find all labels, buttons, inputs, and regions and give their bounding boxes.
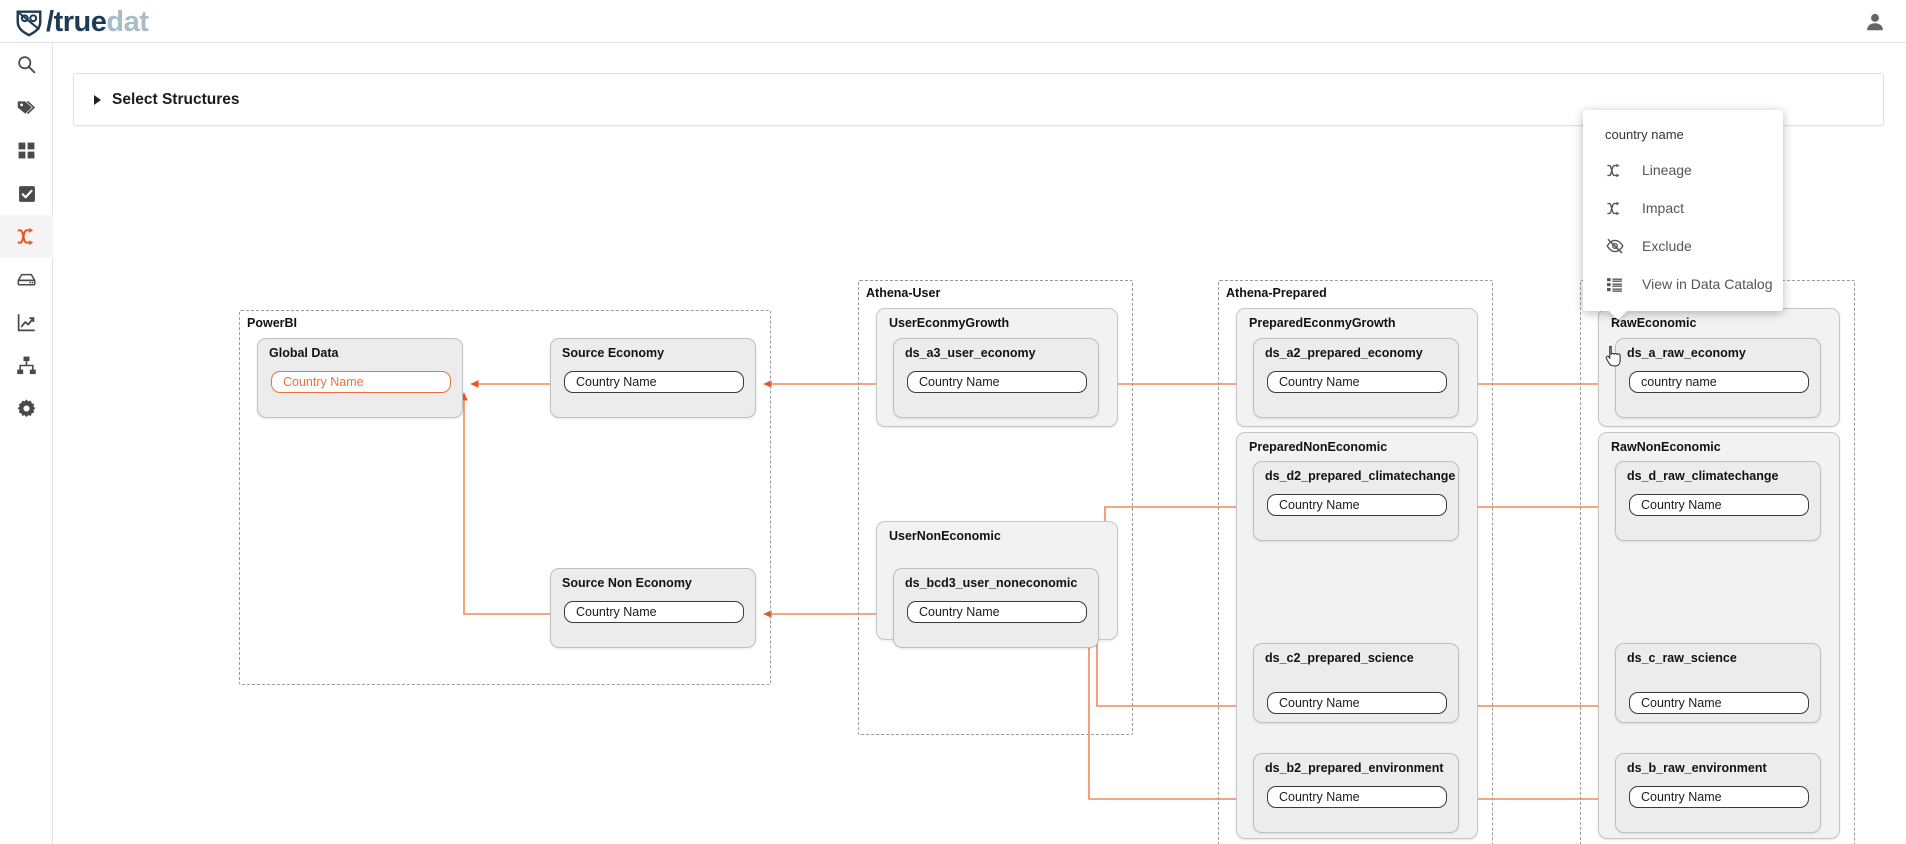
field-country-name[interactable]: Country Name [1267,494,1447,516]
structure-group-label: RawEconomic [1611,316,1697,330]
eye-slash-icon [1605,237,1624,256]
node-label: Source Economy [562,346,665,360]
system-group-powerbi[interactable]: PowerBI [239,310,771,685]
system-group-athena-user[interactable]: Athena-User [858,280,1133,735]
node-label: ds_b2_prepared_environment [1265,761,1444,775]
context-menu-title: country name [1605,127,1684,142]
top-bar: /truedat [0,0,1906,43]
node-source-non-economy[interactable]: Source Non Economy Country Name [550,568,756,648]
structure-group-label: PreparedNonEconomic [1249,440,1388,454]
node-ds-c-raw-science[interactable]: ds_c_raw_science Country Name [1615,643,1821,723]
field-country-name[interactable]: Country Name [907,601,1087,623]
impact-icon [1605,199,1624,218]
left-nav-rail [0,43,53,844]
lineage-icon [1605,161,1624,180]
structure-group-label: UserNonEconomic [889,529,1001,543]
structure-group-label: UserEconmyGrowth [889,316,1010,330]
field-country-name[interactable]: Country Name [1267,371,1447,393]
sidebar-item-lineage[interactable] [0,215,53,258]
node-ds-bcd3-user-noneconomic[interactable]: ds_bcd3_user_noneconomic Country Name [893,568,1099,648]
chart-icon [16,312,37,333]
sidebar-item-metrics[interactable] [0,301,53,344]
caret-right-icon [94,94,101,105]
node-ds-d-raw-climatechange[interactable]: ds_d_raw_climatechange Country Name [1615,461,1821,541]
system-group-athena-prepared[interactable]: Athena-Prepared [1218,280,1493,844]
field-country-name[interactable]: Country Name [1629,786,1809,808]
hierarchy-icon [16,355,37,376]
context-menu-item-impact[interactable]: Impact [1583,189,1783,227]
node-ds-a-raw-economy[interactable]: ds_a_raw_economy country name [1615,338,1821,418]
field-country-name[interactable]: Country Name [1267,786,1447,808]
field-country-name[interactable]: Country Name [271,371,451,393]
sidebar-item-hierarchy[interactable] [0,344,53,387]
node-label: ds_c_raw_science [1627,651,1737,665]
lineage-icon [16,226,37,247]
node-label: ds_b_raw_environment [1627,761,1767,775]
sidebar-item-settings[interactable] [0,387,53,430]
node-ds-b2-prepared-environment[interactable]: ds_b2_prepared_environment Country Name [1253,753,1459,833]
node-ds-a3-user-economy[interactable]: ds_a3_user_economy Country Name [893,338,1099,418]
brand-slash: / [46,5,54,38]
system-group-label: PowerBI [247,316,298,330]
node-ds-b-raw-environment[interactable]: ds_b_raw_environment Country Name [1615,753,1821,833]
field-country-name[interactable]: Country Name [564,601,744,623]
field-country-name[interactable]: Country Name [1267,692,1447,714]
context-menu-item-lineage[interactable]: Lineage [1583,151,1783,189]
context-menu-pointer [1608,310,1628,320]
context-menu-item-label: Exclude [1642,238,1692,254]
field-country-name[interactable]: Country Name [1629,494,1809,516]
system-group-label: Athena-User [866,286,941,300]
sidebar-item-domains[interactable] [0,129,53,172]
node-label: Source Non Economy [562,576,692,590]
node-source-economy[interactable]: Source Economy Country Name [550,338,756,418]
brand-true: true [53,5,107,38]
list-icon [1605,275,1624,294]
node-label: ds_a2_prepared_economy [1265,346,1423,360]
grid-icon [17,141,36,160]
structure-group-label: PreparedEconmyGrowth [1249,316,1396,330]
brand-wordmark: /truedat [46,5,149,38]
node-label: Global Data [269,346,339,360]
lineage-canvas[interactable]: PowerBI Athena-User Athena-Prepared Athe… [53,43,1906,844]
sidebar-item-data-sources[interactable] [0,258,53,301]
node-global-data[interactable]: Global Data Country Name [257,338,463,418]
sidebar-item-search[interactable] [0,43,53,86]
gear-icon [16,398,37,419]
context-menu-item-exclude[interactable]: Exclude [1583,227,1783,265]
field-country-name[interactable]: Country Name [1629,692,1809,714]
node-ds-a2-prepared-economy[interactable]: ds_a2_prepared_economy Country Name [1253,338,1459,418]
context-menu[interactable]: country name Lineage Impact [1583,110,1783,320]
owl-shield-logo-icon [14,7,44,37]
sidebar-item-quality[interactable] [0,172,53,215]
user-icon[interactable] [1864,11,1886,33]
database-icon [16,269,37,290]
brand-dat: dat [106,5,149,38]
node-label: ds_d_raw_climatechange [1627,469,1779,483]
node-ds-d2-prepared-climatechange[interactable]: ds_d2_prepared_climatechange Country Nam… [1253,461,1459,541]
structure-group-label: RawNonEconomic [1611,440,1721,454]
context-menu-item-label: View in Data Catalog [1642,276,1773,292]
search-icon [16,54,37,75]
node-label: ds_d2_prepared_climatechange [1265,469,1456,483]
context-menu-item-label: Impact [1642,200,1685,216]
select-structures-toggle[interactable]: Select Structures [74,74,1883,125]
node-label: ds_a3_user_economy [905,346,1036,360]
checkbox-icon [17,184,37,204]
node-ds-c2-prepared-science[interactable]: ds_c2_prepared_science Country Name [1253,643,1459,723]
system-group-label: Athena-Prepared [1226,286,1327,300]
sidebar-item-tags[interactable] [0,86,53,129]
field-country-name[interactable]: Country Name [907,371,1087,393]
tag-icon [16,97,37,118]
field-country-name-lower[interactable]: country name [1629,371,1809,393]
select-structures-panel: Select Structures [73,73,1884,126]
node-label: ds_bcd3_user_noneconomic [905,576,1078,590]
node-label: ds_c2_prepared_science [1265,651,1414,665]
node-label: ds_a_raw_economy [1627,346,1746,360]
context-menu-item-label: Lineage [1642,162,1692,178]
brand-logo[interactable]: /truedat [14,3,149,41]
field-country-name[interactable]: Country Name [564,371,744,393]
panel-title: Select Structures [112,90,240,108]
context-menu-item-view-in-data-catalog[interactable]: View in Data Catalog [1583,265,1783,303]
